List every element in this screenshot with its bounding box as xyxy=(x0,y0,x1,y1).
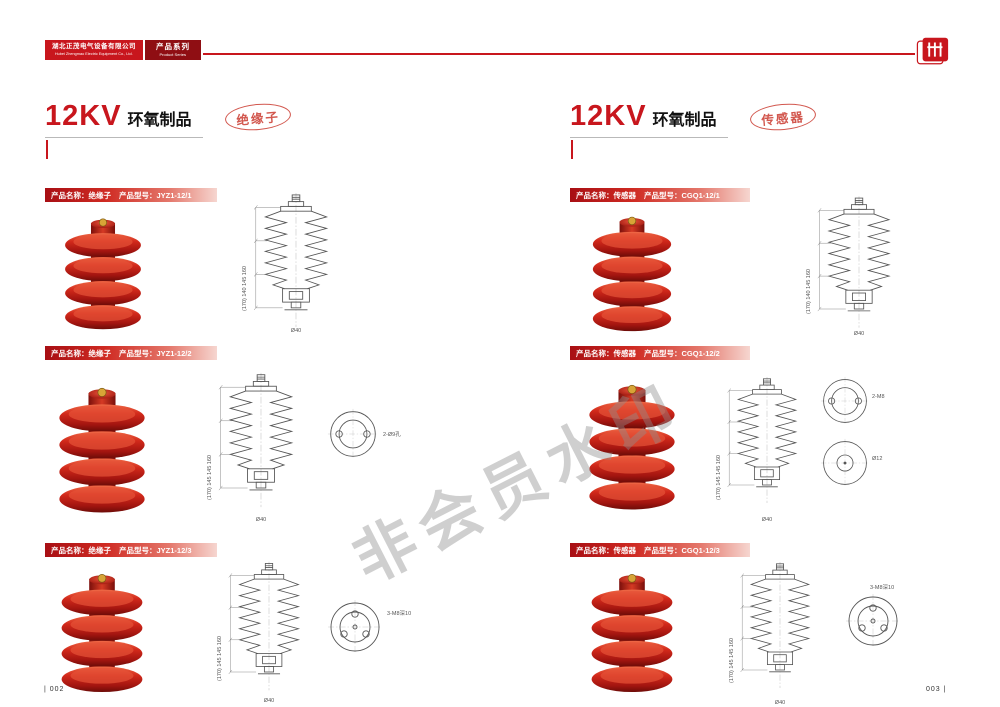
technical-drawing: (170) 140 145 160 Ø40 xyxy=(806,194,906,337)
technical-drawing: (170) 145 145 160 Ø40 xyxy=(217,555,315,704)
dimension-text: (170) 140 145 160 xyxy=(806,269,812,314)
product-label-bar: 产品名称：传感器 产品型号：CGQ1-12/1 xyxy=(570,188,750,202)
company-badge: 湖北正茂电气设备有限公司 Hubei Zhengmao Electric Equ… xyxy=(45,40,143,60)
voltage-label: 12KV xyxy=(45,100,122,132)
page-number-right: 003 | xyxy=(926,686,947,693)
series-label-cn: 产品系列 xyxy=(156,42,190,52)
top-view-drawing xyxy=(845,593,901,649)
title-underline xyxy=(45,137,203,138)
product-card: 产品名称：绝缘子 产品型号：JYZ1-12/2 (170) 145 145 16… xyxy=(45,346,465,534)
hole-spec-label: 3-M8深10 xyxy=(870,585,895,591)
dimension-text: (170) 145 145 160 xyxy=(716,455,722,500)
product-name: 产品名称：绝缘子 xyxy=(51,190,111,200)
company-name-cn: 湖北正茂电气设备有限公司 xyxy=(52,43,136,51)
dimension-text: (170) 145 145 160 xyxy=(207,455,213,500)
dimension-text: Ø40 xyxy=(255,517,267,523)
product-card: 产品名称：传感器 产品型号：CGQ1-12/1 (170) 140 145 16… xyxy=(570,188,970,340)
product-name: 产品名称：传感器 xyxy=(576,190,636,200)
dimension-text: Ø40 xyxy=(263,698,275,704)
product-label-bar: 产品名称：绝缘子 产品型号：JYZ1-12/1 xyxy=(45,188,217,202)
hole-spec-label: 2-Ø9孔 xyxy=(383,432,401,438)
product-label-bar: 产品名称：绝缘子 产品型号：JYZ1-12/2 xyxy=(45,346,217,360)
dimension-text: Ø40 xyxy=(853,331,865,337)
product-name: 产品名称：绝缘子 xyxy=(51,545,111,555)
product-photo xyxy=(580,208,684,334)
product-name: 产品名称：绝缘子 xyxy=(51,348,111,358)
product-card: 产品名称：绝缘子 产品型号：JYZ1-12/3 (170) 145 145 16… xyxy=(45,543,465,704)
product-model: 产品型号：JYZ1-12/2 xyxy=(119,348,192,358)
product-label-bar: 产品名称：绝缘子 产品型号：JYZ1-12/3 xyxy=(45,543,217,557)
product-photo xyxy=(580,368,684,520)
dimension-text: Ø40 xyxy=(761,517,773,523)
technical-drawing: (170) 145 145 160 Ø40 xyxy=(716,364,812,523)
dimension-text: (170) 140 145 160 xyxy=(242,266,248,311)
series-badge: 产品系列 Product Series xyxy=(145,40,201,60)
voltage-label: 12KV xyxy=(570,100,647,132)
hole-spec-label: Ø12 xyxy=(872,456,883,462)
company-logo-icon xyxy=(916,37,949,65)
product-model: 产品型号：JYZ1-12/1 xyxy=(119,190,192,200)
title-accent-tick xyxy=(46,140,48,159)
product-card: 产品名称：传感器 产品型号：CGQ1-12/2 (170) 145 145 16… xyxy=(570,346,970,534)
stamp-oval: 绝缘子 xyxy=(223,101,293,133)
dimension-text: (170) 145 145 160 xyxy=(729,638,735,683)
technical-drawing: (170) 145 145 160 Ø40 xyxy=(729,551,825,706)
product-photo xyxy=(53,210,153,332)
product-name: 产品名称：传感器 xyxy=(576,545,636,555)
title-underline xyxy=(570,137,728,138)
dimension-text: (170) 145 145 160 xyxy=(217,636,223,681)
technical-drawing: (170) 140 145 160 Ø40 xyxy=(242,193,344,334)
top-view-drawing xyxy=(327,599,383,655)
technical-drawing: (170) 145 145 160 Ø40 xyxy=(207,364,309,523)
top-view-drawing xyxy=(820,376,870,426)
company-name-en: Hubei Zhengmao Electric Equipment Co., L… xyxy=(55,51,133,56)
product-card: 产品名称：传感器 产品型号：CGQ1-12/3 (170) 145 145 16… xyxy=(570,543,970,706)
bottom-view-drawing xyxy=(820,438,870,488)
dimension-text: Ø40 xyxy=(290,328,302,334)
header-rule xyxy=(203,53,915,55)
product-card: 产品名称：绝缘子 产品型号：JYZ1-12/1 (170) 140 145 16… xyxy=(45,188,465,340)
product-model: 产品型号：CGQ1-12/1 xyxy=(644,190,720,200)
page-number-left: | 002 xyxy=(44,686,65,693)
title-accent-tick xyxy=(571,140,573,159)
product-photo xyxy=(580,565,684,695)
left-page-title: 12KV 环氧制品 绝缘子 xyxy=(45,100,365,164)
stamp-oval: 传感器 xyxy=(748,101,818,133)
product-model: 产品型号：CGQ1-12/3 xyxy=(644,545,720,555)
series-label-en: Product Series xyxy=(159,52,187,57)
hole-spec-label: 3-M8深10 xyxy=(387,611,412,617)
dimension-text: Ø40 xyxy=(774,700,786,706)
product-name: 产品名称：传感器 xyxy=(576,348,636,358)
product-photo xyxy=(50,565,154,695)
top-view-drawing xyxy=(327,408,379,460)
right-page-title: 12KV 环氧制品 传感器 xyxy=(570,100,890,164)
category-label: 环氧制品 xyxy=(652,112,717,129)
product-photo xyxy=(50,368,154,526)
hole-spec-label: 2-M8 xyxy=(872,394,885,400)
product-label-bar: 产品名称：传感器 产品型号：CGQ1-12/3 xyxy=(570,543,750,557)
product-model: 产品型号：CGQ1-12/2 xyxy=(644,348,720,358)
product-model: 产品型号：JYZ1-12/3 xyxy=(119,545,192,555)
category-label: 环氧制品 xyxy=(127,112,192,129)
product-label-bar: 产品名称：传感器 产品型号：CGQ1-12/2 xyxy=(570,346,750,360)
